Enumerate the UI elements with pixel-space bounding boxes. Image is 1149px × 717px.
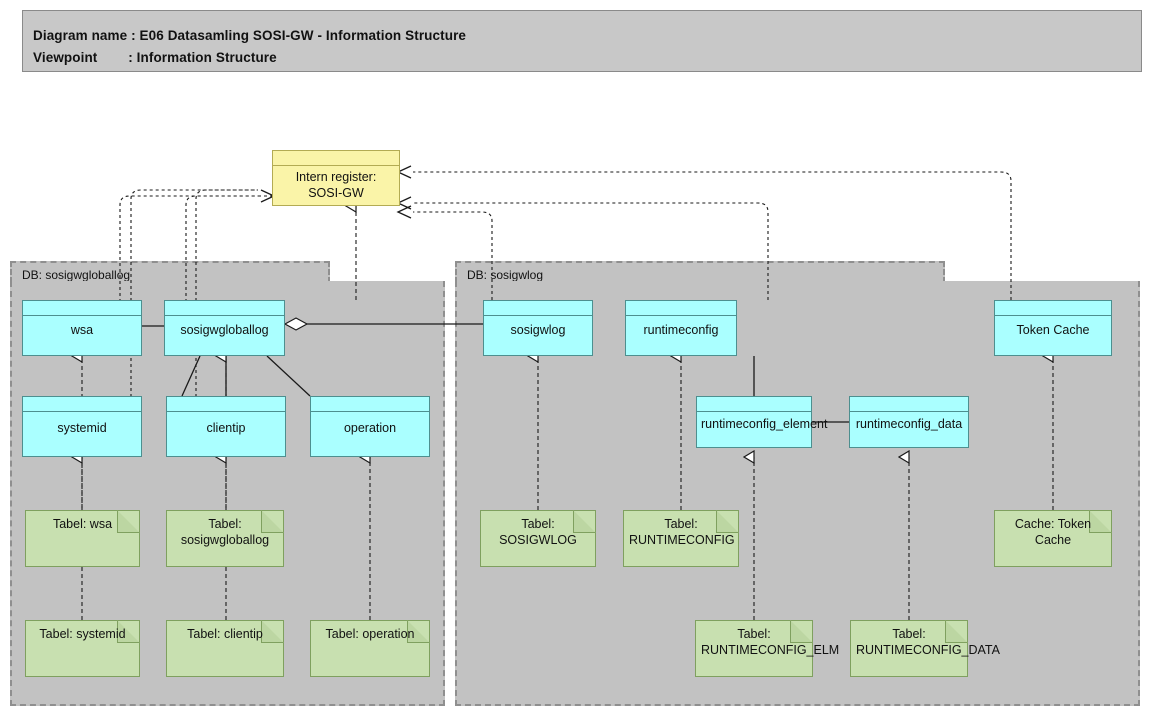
entity-band [850,397,968,412]
entity-label-sosigwgloballog: sosigwgloballog [180,322,269,337]
entity-band [697,397,811,412]
note-tabel-sosigwlog[interactable]: Tabel: SOSIGWLOG [480,510,596,567]
entity-sosigwlog[interactable]: sosigwlog [483,300,593,356]
note-tabel-systemid[interactable]: Tabel: systemid [25,620,140,677]
node-intern-register[interactable]: Intern register: SOSI-GW [272,150,400,206]
entity-label-clientip: clientip [206,421,246,435]
note-label-tabel-clientip: Tabel: clientip [187,627,263,641]
note-label-tabel-sosigwgloballog: Tabel: sosigwgloballog [180,517,270,547]
entity-band [484,301,592,316]
note-tabel-runtimeconfig-data[interactable]: Tabel: RUNTIMECONFIG_DATA [850,620,1000,677]
entity-runtimeconfig-data[interactable]: runtimeconfig_data [849,396,969,448]
entity-label-runtimeconfig: runtimeconfig [643,322,719,337]
note-label-tabel-runtimeconfig-elm: Tabel: RUNTIMECONFIG_ELM [701,627,840,657]
note-label-tabel-operation: Tabel: operation [325,627,415,641]
entity-band [23,301,141,316]
register-label: Intern register: SOSI-GW [295,170,377,200]
entity-wsa[interactable]: wsa [22,300,142,356]
viewpoint-label: Viewpoint : Information Structure [33,50,277,65]
note-tabel-operation[interactable]: Tabel: operation [310,620,430,677]
note-tabel-wsa[interactable]: Tabel: wsa [25,510,140,567]
entity-band [167,397,285,412]
reg-arrowhead-3 [396,205,412,219]
note-label-cache-token-cache: Cache: Token Cache [1014,517,1092,547]
entity-label-systemid: systemid [57,421,107,435]
entity-label-operation: operation [343,421,397,435]
note-cache-token-cache[interactable]: Cache: Token Cache [994,510,1112,567]
entity-operation[interactable]: operation [310,396,430,457]
group-label-sosigwgloballog: DB: sosigwgloballog [22,268,131,282]
note-label-tabel-wsa: Tabel: wsa [52,517,113,531]
entity-token-cache[interactable]: Token Cache [994,300,1112,356]
diagram-name-label: Diagram name : E06 Datasamling SOSI-GW -… [33,28,467,43]
note-label-tabel-sosigwlog: Tabel: SOSIGWLOG [499,517,577,547]
note-label-tabel-runtimeconfig: Tabel: RUNTIMECONFIG [629,517,735,547]
note-tabel-runtimeconfig[interactable]: Tabel: RUNTIMECONFIG [623,510,739,567]
register-band [273,151,399,166]
entity-label-token-cache: Token Cache [1016,322,1090,337]
diagram-title-banner: Diagram name : E06 Datasamling SOSI-GW -… [22,10,1142,72]
entity-band [165,301,284,316]
entity-systemid[interactable]: systemid [22,396,142,457]
group-tab-sosigwlog: DB: sosigwlog [455,261,945,283]
note-label-tabel-systemid: Tabel: systemid [39,627,126,641]
note-tabel-sosigwgloballog[interactable]: Tabel: sosigwgloballog [166,510,284,567]
entity-label-runtimeconfig-data: runtimeconfig_data [855,416,963,431]
note-tabel-clientip[interactable]: Tabel: clientip [166,620,284,677]
entity-band [995,301,1111,316]
note-tabel-runtimeconfig-elm[interactable]: Tabel: RUNTIMECONFIG_ELM [695,620,840,677]
group-label-sosigwlog: DB: sosigwlog [467,268,544,282]
entity-band [626,301,736,316]
entity-sosigwgloballog[interactable]: sosigwgloballog [164,300,285,356]
group-tab-sosigwgloballog: DB: sosigwgloballog [10,261,330,283]
entity-runtimeconfig-element[interactable]: runtimeconfig_element [696,396,828,448]
entity-runtimeconfig[interactable]: runtimeconfig [625,300,737,356]
entity-label-runtimeconfig-element: runtimeconfig_element [701,416,828,431]
note-label-tabel-runtimeconfig-data: Tabel: RUNTIMECONFIG_DATA [856,627,1000,657]
entity-label-sosigwlog: sosigwlog [510,322,566,337]
entity-band [23,397,141,412]
entity-clientip[interactable]: clientip [166,396,286,457]
entity-label-wsa: wsa [70,322,94,337]
entity-band [311,397,429,412]
